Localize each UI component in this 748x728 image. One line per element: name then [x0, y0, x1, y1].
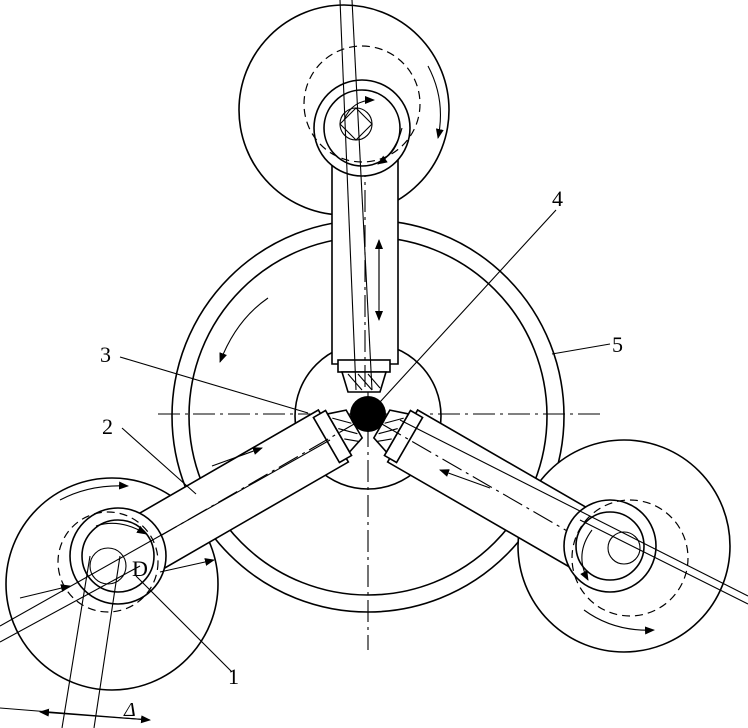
right-hub — [399, 419, 748, 617]
label-diameter: D — [132, 556, 148, 581]
motion-arrows — [19, 65, 655, 635]
label-part-2: 2 — [102, 414, 113, 439]
top-hub — [303, 0, 421, 391]
label-part-5: 5 — [612, 332, 623, 357]
leader-lines — [119, 209, 611, 673]
left-arm — [126, 408, 364, 573]
central-workpiece — [350, 396, 386, 432]
label-part-3: 3 — [100, 342, 111, 367]
label-offset: Δ — [123, 699, 136, 721]
label-part-4: 4 — [552, 186, 563, 211]
label-part-1: 1 — [228, 664, 239, 689]
offset-dimension — [0, 555, 151, 728]
